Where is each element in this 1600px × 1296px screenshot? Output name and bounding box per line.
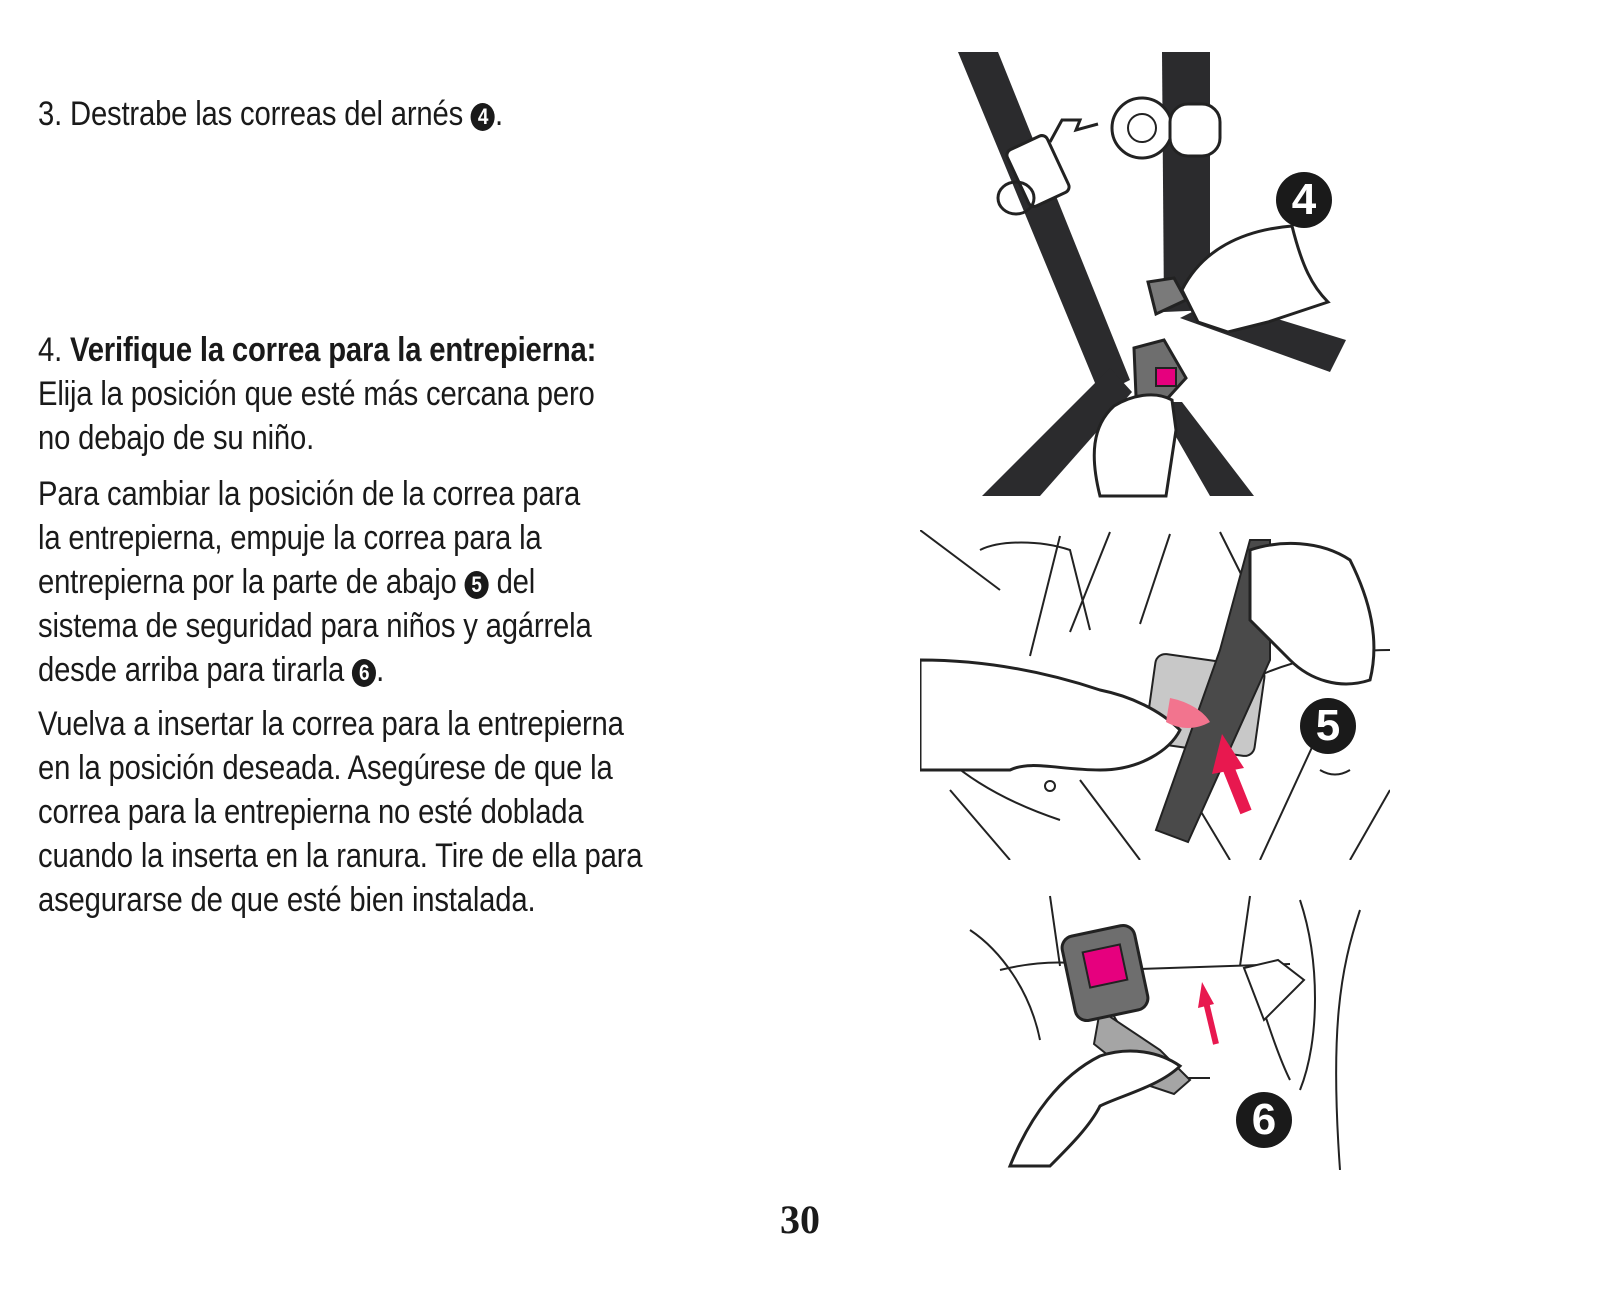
figure-label-6: 6 xyxy=(1236,1092,1292,1148)
para2-line-3-text: entrepierna por la parte de abajo xyxy=(38,563,465,601)
hand-bottom xyxy=(1092,393,1178,498)
para3-line-5: asegurarse de que esté bien instalada. xyxy=(38,881,536,919)
page-number: 30 xyxy=(780,1197,820,1242)
figure-crotch-strap-push xyxy=(920,530,1390,860)
para2-line-5-text: desde arriba para tirarla xyxy=(38,651,353,689)
paragraph-change-position: Para cambiar la posición de la correa pa… xyxy=(38,472,692,692)
pull-up-arrow xyxy=(1198,982,1219,1045)
step-3-line: 3. Destrabe las correas del arnés 4. xyxy=(38,92,692,136)
para2-line-5: desde arriba para tirarla 6. xyxy=(38,648,692,692)
step-3-period: . xyxy=(495,95,504,133)
para2-line-4: sistema de seguridad para niños y agárre… xyxy=(38,607,592,645)
crotch-strap xyxy=(1156,402,1254,496)
figure-ref-6: 6 xyxy=(352,659,377,687)
para3-line-3: correa para la entrepierna no esté dobla… xyxy=(38,793,584,831)
step-4-number: 4. xyxy=(38,331,70,369)
figure-ref-4: 4 xyxy=(470,103,496,131)
para2-line-3-end: del xyxy=(488,563,536,601)
crotch-strap xyxy=(1154,539,1271,844)
figure-label-5: 5 xyxy=(1300,698,1356,754)
buckle-tongue xyxy=(1242,958,1306,1022)
para3-line-1: Vuelva a insertar la correa para la entr… xyxy=(38,705,624,743)
seat-outline xyxy=(920,530,1390,860)
hand-left xyxy=(920,658,1182,772)
para2-line-3: entrepierna por la parte de abajo 5 del xyxy=(38,560,692,604)
step-4-line-2: no debajo de su niño. xyxy=(38,419,315,457)
para2-line-2: la entrepierna, empuje la correa para la xyxy=(38,519,542,557)
step-4-heading-line: 4. Verifique la correa para la entrepier… xyxy=(38,328,692,372)
para3-line-4: cuando la inserta en la ranura. Tire de … xyxy=(38,837,643,875)
chest-clip-right xyxy=(1110,96,1222,160)
hand-right xyxy=(1180,224,1331,334)
step-3-label: 3. Destrabe las correas del arnés xyxy=(38,95,471,133)
para2-line-5-end: . xyxy=(376,651,385,689)
step-4-heading: Verifique la correa para la entrepierna: xyxy=(69,331,597,369)
lower-left-strap xyxy=(982,368,1132,496)
para2-line-1: Para cambiar la posición de la correa pa… xyxy=(38,475,581,513)
push-up-arrow xyxy=(1212,734,1252,815)
hand-right xyxy=(1248,542,1376,686)
figure-crotch-strap-pull xyxy=(969,895,1361,1170)
step-4-text: 4. Verifique la correa para la entrepier… xyxy=(38,328,692,460)
para3-line-2: en la posición deseada. Asegúrese de que… xyxy=(38,749,613,787)
figure-label-4: 4 xyxy=(1276,172,1332,228)
paragraph-reinsert: Vuelva a insertar la correa para la entr… xyxy=(38,702,692,922)
left-shoulder-strap xyxy=(958,52,1130,395)
hand xyxy=(1007,1049,1183,1168)
buckle xyxy=(1132,338,1188,402)
chest-clip-left xyxy=(996,118,1099,216)
strap-highlight xyxy=(1166,698,1210,728)
step-4-line-1: Elija la posición que esté más cercana p… xyxy=(38,375,595,413)
step-3-text: 3. Destrabe las correas del arnés 4. xyxy=(38,92,692,136)
figure-ref-5: 5 xyxy=(464,571,489,599)
figure-harness-unbuckle xyxy=(958,52,1346,498)
